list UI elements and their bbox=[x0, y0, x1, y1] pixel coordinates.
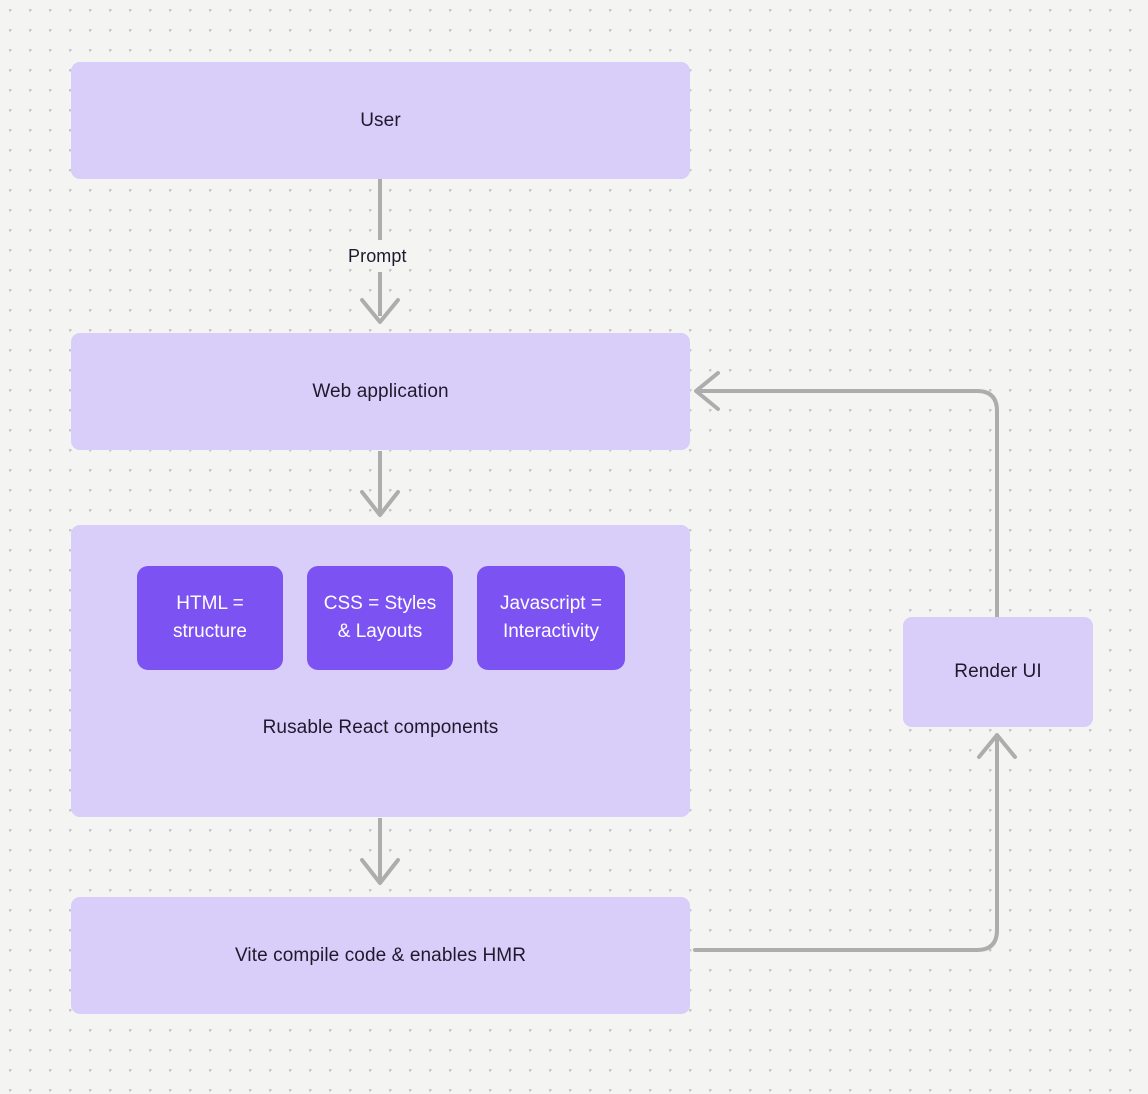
node-vite[interactable]: Vite compile code & enables HMR bbox=[71, 897, 690, 1014]
components-group-caption: Rusable React components bbox=[262, 717, 499, 738]
node-components-group[interactable]: HTML = structure CSS = Styles & Layouts … bbox=[71, 525, 690, 817]
edge-label-prompt: Prompt bbox=[341, 245, 414, 268]
node-user-label: User bbox=[360, 109, 401, 131]
subnode-css-label: CSS = Styles & Layouts bbox=[323, 592, 437, 643]
edge-webapp-to-components bbox=[360, 451, 400, 517]
node-vite-label: Vite compile code & enables HMR bbox=[234, 944, 527, 966]
subnode-css[interactable]: CSS = Styles & Layouts bbox=[307, 566, 453, 670]
edge-vite-to-render-ui bbox=[693, 733, 1017, 952]
node-web-application[interactable]: Web application bbox=[71, 333, 690, 450]
node-web-application-label: Web application bbox=[312, 380, 449, 402]
subnode-row: HTML = structure CSS = Styles & Layouts … bbox=[137, 566, 625, 670]
edge-components-to-vite bbox=[360, 818, 400, 885]
subnode-javascript[interactable]: Javascript = Interactivity bbox=[477, 566, 625, 670]
subnode-html-label: HTML = structure bbox=[173, 592, 247, 643]
edge-render-ui-to-webapp bbox=[694, 371, 999, 619]
node-user[interactable]: User bbox=[71, 62, 690, 179]
subnode-html[interactable]: HTML = structure bbox=[137, 566, 283, 670]
node-render-ui[interactable]: Render UI bbox=[903, 617, 1093, 727]
subnode-javascript-label: Javascript = Interactivity bbox=[500, 592, 602, 643]
node-render-ui-label: Render UI bbox=[954, 661, 1042, 683]
